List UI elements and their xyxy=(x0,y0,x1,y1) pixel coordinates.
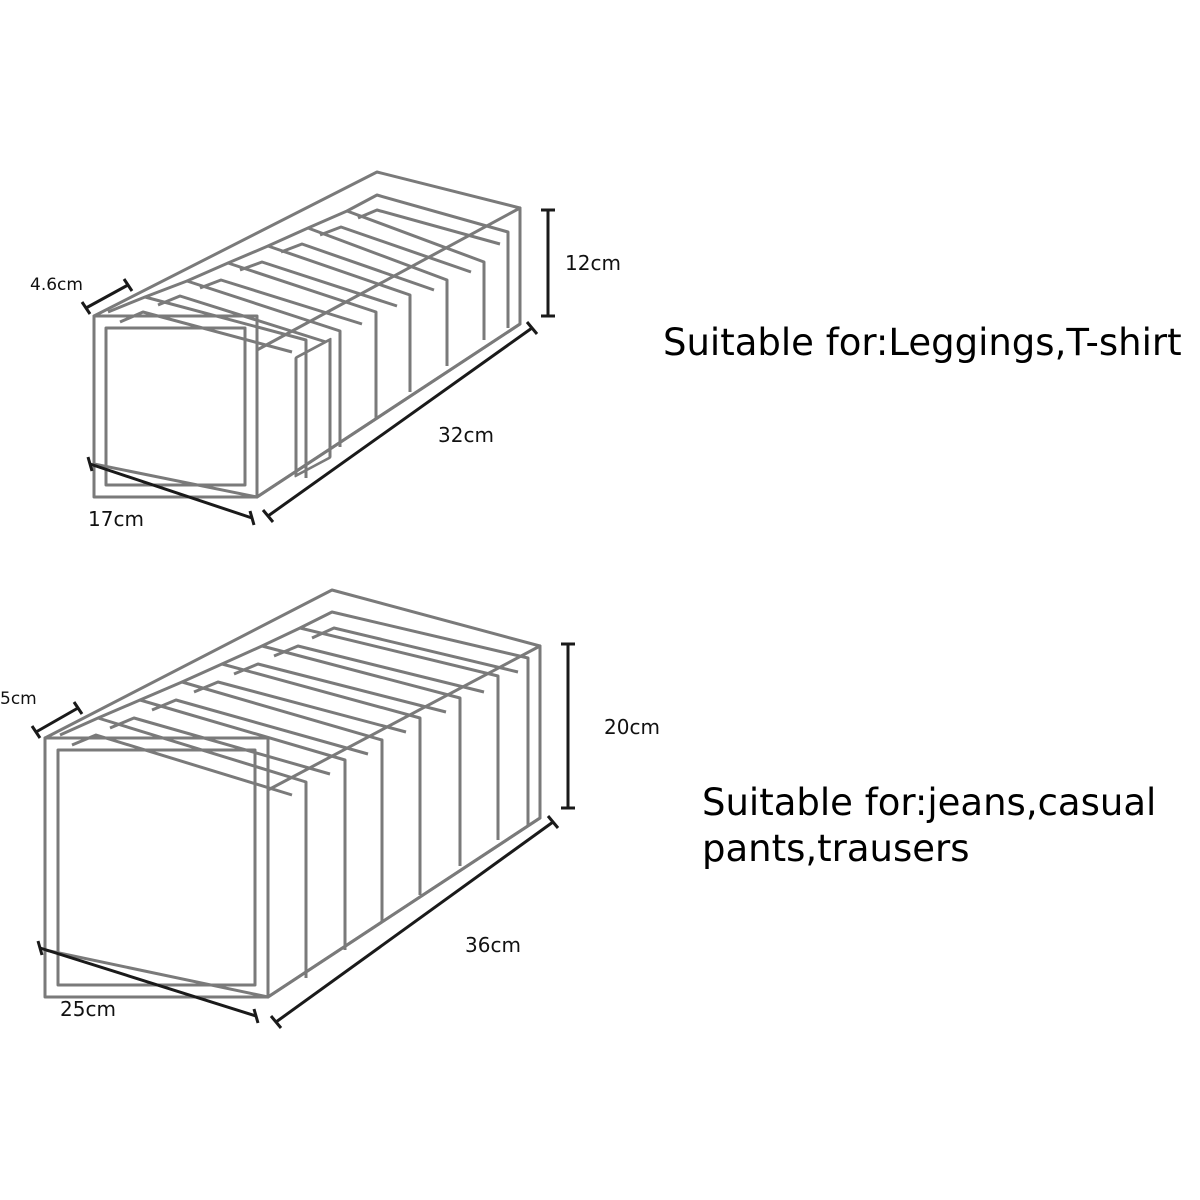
small-width-label: 17cm xyxy=(88,507,144,531)
small-height-label: 12cm xyxy=(565,251,621,275)
small-compartment-width-label: 4.6cm xyxy=(30,275,83,295)
large-organizer-caption: Suitable for:jeans,casual pants,trausers xyxy=(702,780,1156,872)
large-organizer-caption-line2: pants,trausers xyxy=(702,827,970,870)
small-organizer-dividers xyxy=(107,193,510,478)
large-length-label: 36cm xyxy=(465,933,521,957)
small-organizer-drawing xyxy=(92,170,522,499)
small-organizer-side-face xyxy=(255,206,522,499)
small-organizer-compartment-tops xyxy=(119,208,501,354)
large-compartment-width-label: 5cm xyxy=(0,689,37,709)
large-organizer-caption-line1: Suitable for:jeans,casual xyxy=(702,781,1157,824)
large-height-label: 20cm xyxy=(604,715,660,739)
large-width-label: 25cm xyxy=(60,997,116,1021)
large-organizer-front-inner xyxy=(56,748,257,987)
large-organizer-dimension-lines xyxy=(30,642,575,1029)
large-organizer-dividers xyxy=(59,610,530,978)
small-organizer-side-panels xyxy=(294,337,332,478)
small-organizer-dimension-lines xyxy=(80,208,555,526)
small-length-label: 32cm xyxy=(438,423,494,447)
small-organizer-front-inner xyxy=(104,326,247,487)
large-organizer-compartment-tops xyxy=(71,626,519,797)
small-organizer-caption: Suitable for:Leggings,T-shirt xyxy=(663,321,1182,364)
